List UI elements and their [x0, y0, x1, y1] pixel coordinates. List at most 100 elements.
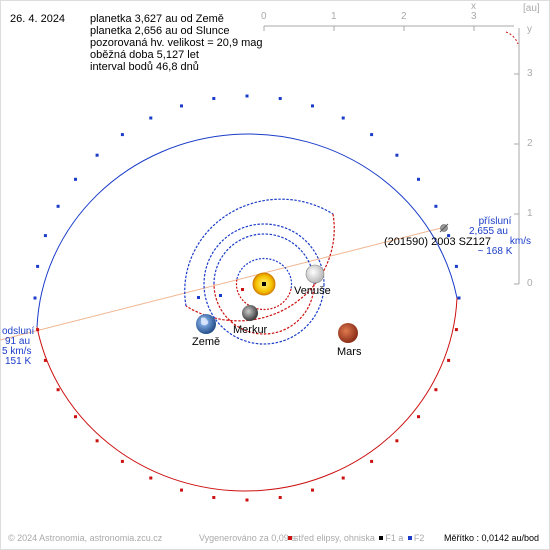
perihelion-title: přísluní — [478, 216, 512, 227]
orbit-point — [95, 153, 99, 157]
perihelion-distance: 2,655 au — [469, 226, 508, 237]
orbit-point — [245, 94, 249, 98]
orbit-point — [311, 488, 314, 492]
mercury-orbit-above — [236, 257, 293, 290]
ellipse-center-marker — [241, 288, 244, 291]
asteroid-name-label: (201590) 2003 SZ127 — [384, 236, 492, 248]
legend-center-label: střed elipsy, ohniska — [294, 533, 375, 543]
x-tick-label-3: 3 — [471, 11, 477, 22]
y-tick-label-3: 3 — [527, 68, 533, 79]
asteroid-info-block: planetka 3,627 au od Země planetka 2,656… — [90, 13, 263, 73]
legend-f1-swatch — [379, 536, 384, 541]
orbit-point — [454, 264, 458, 268]
orbit-point — [56, 204, 60, 208]
aphelion-title: odsluní — [2, 326, 35, 337]
orbit-point — [447, 358, 451, 362]
orbit-point — [56, 388, 60, 392]
perihelion-info: přísluní 2,655 au km/s ~ 168 K — [455, 217, 535, 257]
earth-cloud-shape — [201, 317, 209, 326]
orbit-point — [212, 496, 216, 499]
x-axis-letter: x — [471, 1, 476, 12]
orbit-point — [33, 296, 37, 300]
orbit-point — [278, 97, 282, 100]
mercury-orbit-below — [235, 278, 292, 311]
orbit-point — [417, 415, 420, 419]
earth-label: Země — [192, 336, 221, 348]
mercury-label: Merkur — [233, 324, 268, 336]
perihelion-temperature: ~ 168 K — [477, 246, 513, 257]
mars-label: Mars — [337, 346, 362, 358]
mars-orbit-below — [185, 213, 335, 322]
x-tick-label-2: 2 — [401, 11, 407, 22]
legend-f2-swatch — [407, 536, 412, 541]
asteroid-icon — [439, 223, 449, 233]
mars-icon — [338, 323, 358, 343]
orbit-point — [74, 177, 77, 181]
scale-unit: [au] — [523, 3, 540, 14]
orbit-fragment — [505, 31, 519, 45]
y-tick-label-1: 1 — [527, 208, 533, 219]
orbit-point — [370, 133, 374, 137]
footer-legend: střed elipsy, ohniska F1 a F2 — [286, 533, 424, 543]
orbit-point — [212, 97, 216, 100]
info-line-sun-distance: planetka 2,656 au od Slunce — [90, 25, 230, 37]
orbit-point — [43, 358, 47, 362]
y-axis-letter: y — [527, 24, 532, 35]
aphelion-speed: 5 km/s — [2, 346, 32, 357]
aphelion-distance: 91 au — [5, 336, 31, 347]
y-tick-label-2: 2 — [527, 138, 533, 149]
venus-orbit-below — [213, 283, 315, 335]
orbit-point — [434, 388, 438, 392]
asteroid-orbit-above — [36, 133, 458, 328]
orbit-point — [341, 116, 345, 120]
orbit-point — [454, 328, 458, 332]
orbit-point — [395, 153, 399, 157]
orbit-point — [120, 459, 124, 463]
info-line-period: oběžná doba 5,127 let — [90, 49, 199, 61]
info-line-interval: interval bodů 46,8 dnů — [90, 61, 199, 73]
focus-marker — [197, 296, 200, 299]
footer-copyright: © 2024 Astronomia, astronomia.zcu.cz — [8, 533, 163, 543]
info-line-magnitude: pozorovaná hv. velikost = 20,9 mag — [90, 37, 263, 49]
venus-orbit-above — [213, 233, 315, 285]
footer-generated-time: Vygenerováno za 0,09 s — [199, 533, 296, 543]
orbit-point — [149, 476, 153, 480]
orbit-point — [434, 204, 438, 208]
orbit-point — [245, 498, 249, 502]
perihelion-speed: km/s — [509, 236, 531, 247]
orbit-point — [95, 439, 99, 443]
venus-label: Venuše — [294, 285, 331, 297]
orbit-point — [417, 177, 420, 181]
footer-scale: Měřítko : 0,0142 au/bod — [444, 533, 540, 543]
orbit-point — [180, 488, 183, 492]
venus-icon — [305, 264, 325, 284]
earth-orbit — [203, 223, 325, 345]
orbit-point — [180, 104, 183, 108]
focus-f2-marker — [219, 294, 222, 297]
info-line-earth-distance: planetka 3,627 au od Země — [90, 13, 224, 25]
aphelion-info: odsluní 91 au 5 km/s 151 K — [2, 327, 34, 367]
orbit-point — [74, 415, 77, 419]
y-tick-label-0: 0 — [527, 278, 533, 289]
mercury-icon — [242, 305, 258, 321]
legend-center-swatch — [288, 536, 292, 541]
orbit-point — [36, 328, 40, 332]
orbit-point — [457, 296, 461, 300]
date-label: 26. 4. 2024 — [10, 13, 66, 25]
orbit-point — [36, 264, 40, 268]
asteroid-orbit-points — [33, 94, 461, 502]
x-tick-label-1: 1 — [331, 11, 337, 22]
legend-f2-label: F2 — [413, 533, 425, 543]
orbit-point — [43, 234, 47, 238]
orbit-point — [120, 133, 124, 137]
legend-f1-label: F1 a — [385, 533, 404, 543]
orbit-point — [149, 116, 153, 120]
asteroid-orbit-below — [36, 297, 458, 492]
orbit-point — [311, 104, 314, 108]
apsis-line — [0, 226, 446, 341]
x-tick-label-0: 0 — [261, 11, 267, 22]
mars-orbit-above — [184, 198, 334, 307]
